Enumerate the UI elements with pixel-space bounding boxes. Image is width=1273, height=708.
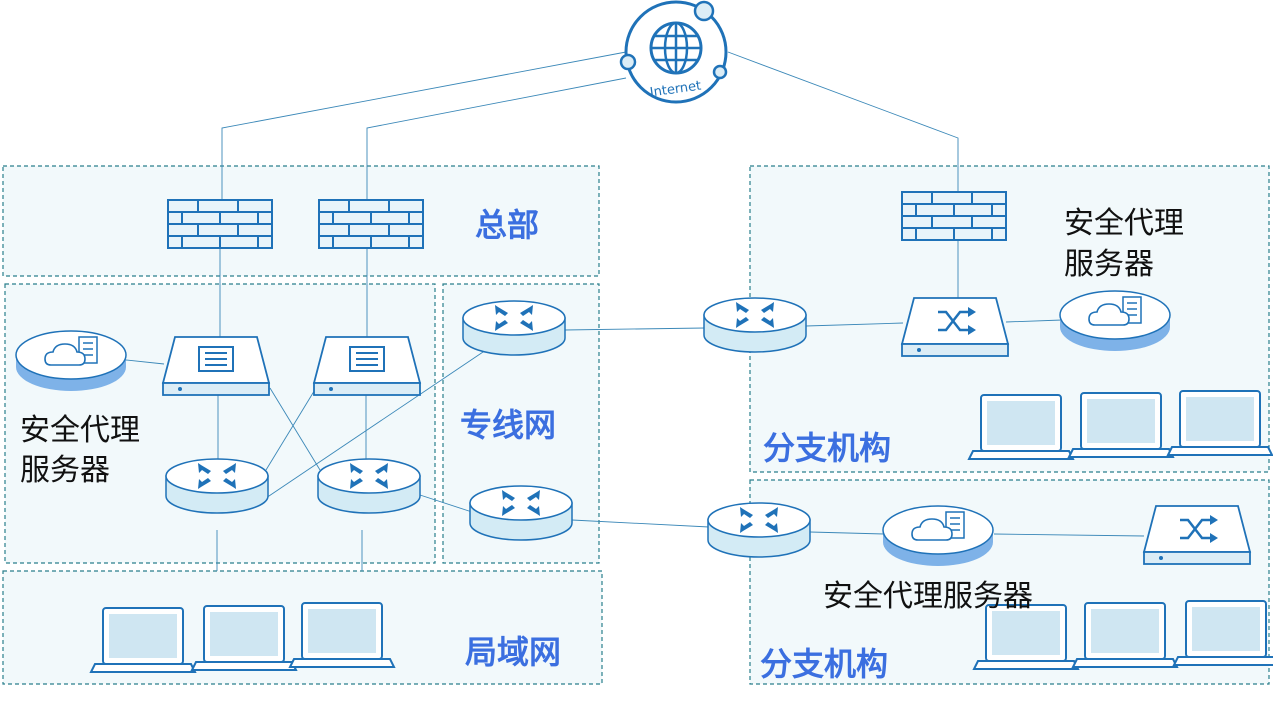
lan-laptop-1 bbox=[90, 607, 196, 673]
hq-proxy-label-line2: 服务器 bbox=[20, 453, 110, 488]
branch1-laptop-1 bbox=[968, 394, 1074, 460]
lan-laptop-2 bbox=[191, 605, 297, 671]
branch1-proxy-label-line2: 服务器 bbox=[1064, 247, 1154, 282]
branch2-proxy-server bbox=[882, 505, 994, 567]
hq-proxy-server bbox=[15, 330, 127, 392]
lan-label: 局域网 bbox=[465, 633, 561, 671]
globe-icon bbox=[649, 21, 703, 75]
branch1-proxy-server bbox=[1059, 290, 1171, 352]
branch1-proxy-label-line1: 安全代理 bbox=[1064, 206, 1184, 241]
hq-zone bbox=[2, 165, 600, 277]
branch2-label: 分支机构 bbox=[760, 645, 888, 683]
branch1-label: 分支机构 bbox=[763, 429, 891, 467]
lan-laptop-3 bbox=[289, 602, 395, 668]
internet-label: Internet bbox=[649, 79, 702, 101]
branch1-firewall bbox=[901, 191, 1007, 241]
branch2-proxy-label: 安全代理服务器 bbox=[823, 579, 1033, 614]
branch2-switch bbox=[1142, 504, 1252, 566]
hq-firewall-1 bbox=[167, 199, 273, 249]
hq-proxy-label-line1: 安全代理 bbox=[20, 413, 140, 448]
hq-router-1 bbox=[165, 458, 269, 514]
internet-node: Internet bbox=[619, 0, 728, 104]
branch1-router bbox=[703, 297, 807, 353]
branch2-router bbox=[707, 502, 811, 558]
leased-router-1 bbox=[462, 300, 566, 356]
hq-label: 总部 bbox=[475, 206, 539, 244]
leased-line-label: 专线网 bbox=[460, 406, 556, 444]
hq-firewall-2 bbox=[318, 199, 424, 249]
branch2-laptop-3 bbox=[1173, 600, 1273, 666]
network-links bbox=[125, 51, 1145, 571]
branch2-laptop-1 bbox=[973, 604, 1079, 670]
branch1-laptop-2 bbox=[1068, 392, 1174, 458]
hq-switch-2 bbox=[313, 336, 421, 396]
branch2-laptop-2 bbox=[1072, 602, 1178, 668]
branch1-switch bbox=[900, 296, 1010, 358]
branch1-laptop-3 bbox=[1167, 390, 1273, 456]
hq-switch-1 bbox=[162, 336, 270, 396]
leased-router-2 bbox=[469, 485, 573, 541]
hq-router-2 bbox=[317, 458, 421, 514]
